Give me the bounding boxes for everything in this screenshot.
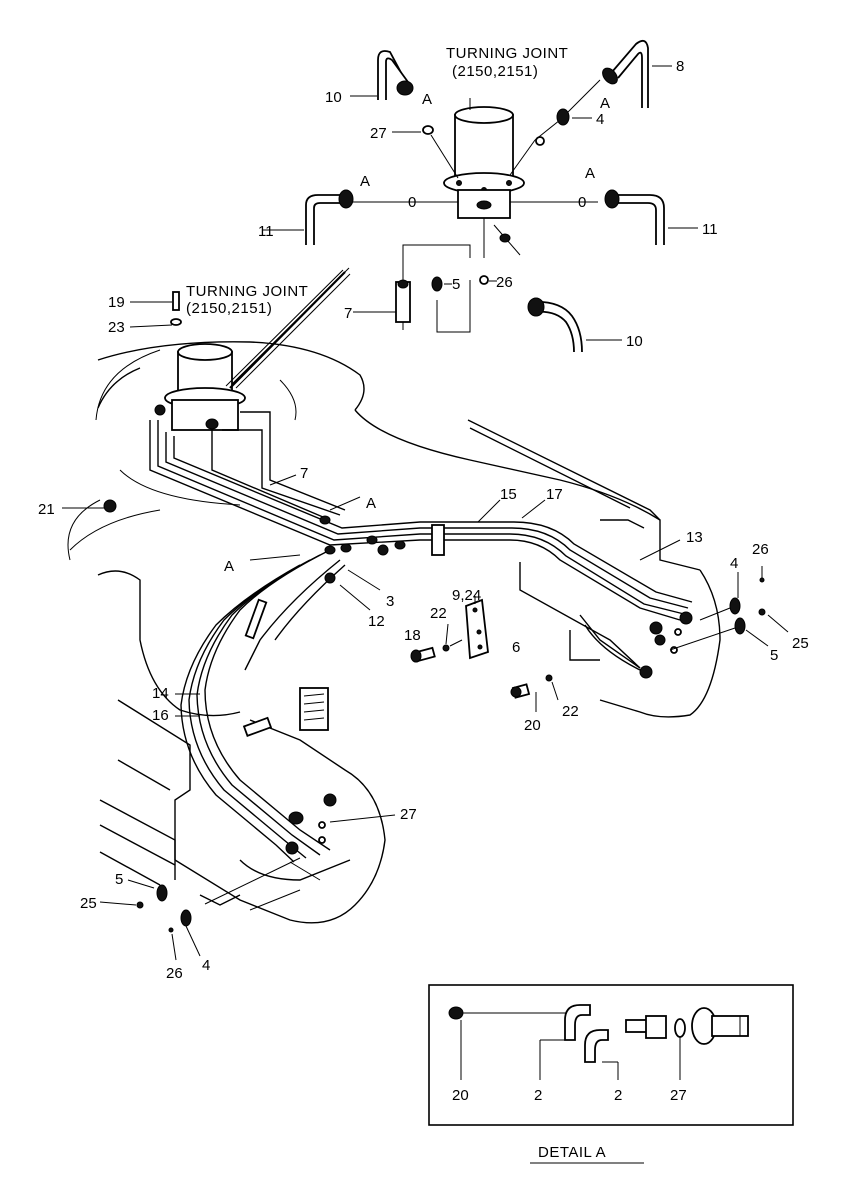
clamp-left xyxy=(244,598,268,640)
callout-6: 6 xyxy=(512,639,520,656)
part-27-oring-top xyxy=(392,125,434,135)
detail-callout-20: 20 xyxy=(452,1087,469,1104)
callout-7-mid: 7 xyxy=(300,465,308,482)
callout-27-top: 27 xyxy=(370,125,387,142)
callout-13: 13 xyxy=(686,529,703,546)
bracket-and-bolts xyxy=(410,564,559,712)
turning-joint-title-mid: TURNING JOINT xyxy=(186,283,308,300)
labels: TURNING JOINT (2150,2151) TURNING JOINT … xyxy=(38,45,809,982)
callout-25-low: 25 xyxy=(80,895,97,912)
callout-21: 21 xyxy=(38,501,55,518)
detail-a-box: 20 2 2 27 xyxy=(428,984,794,1126)
callout-10-right: 10 xyxy=(626,333,643,350)
callout-0-left: 0 xyxy=(408,194,416,211)
detail-callout-27: 27 xyxy=(670,1087,687,1104)
pipe-bundle xyxy=(149,411,693,863)
junction-fittings xyxy=(62,499,406,584)
callout-18: 18 xyxy=(404,627,421,644)
callout-8: 8 xyxy=(676,58,684,75)
callout-a-left-mid: A xyxy=(360,173,370,190)
callout-10-top: 10 xyxy=(325,89,342,106)
part-11-elbow-left xyxy=(262,189,354,245)
clamp-upper xyxy=(431,524,445,556)
callout-5-right: 5 xyxy=(770,647,778,664)
frame-outlines xyxy=(67,341,721,924)
callout-4-low: 4 xyxy=(202,957,210,974)
callout-12: 12 xyxy=(368,613,385,630)
detail-callout-2-b: 2 xyxy=(614,1087,622,1104)
main-turning-joint xyxy=(129,291,246,431)
callout-22-a: 22 xyxy=(430,605,447,622)
callout-27-low: 27 xyxy=(400,806,417,823)
part-21-plug xyxy=(103,499,117,513)
callout-17: 17 xyxy=(546,486,563,503)
part-8-elbow xyxy=(602,39,672,108)
callout-26-low: 26 xyxy=(166,965,183,982)
turning-joint-title-top: TURNING JOINT xyxy=(446,45,568,62)
arc-guides xyxy=(95,349,297,506)
callout-a-right-mid: A xyxy=(585,165,595,182)
callout-7-top: 7 xyxy=(344,305,352,322)
callout-26-right: 26 xyxy=(752,541,769,558)
part-9-24-bracket xyxy=(465,598,489,660)
callout-a-right-top: A xyxy=(600,95,610,112)
callout-14: 14 xyxy=(152,685,169,702)
main-leader-lines xyxy=(175,474,681,881)
part-4-fitting-top xyxy=(535,108,592,146)
callout-4-top: 4 xyxy=(596,111,604,128)
part-10-elbow-right xyxy=(527,297,622,353)
grille-plate xyxy=(299,687,329,731)
callout-a-low: A xyxy=(224,558,234,575)
hatched-leader-from-top-joint xyxy=(225,267,351,389)
right-end-fittings xyxy=(639,566,789,679)
part-10-elbow-top xyxy=(350,50,414,100)
callout-11-left: 11 xyxy=(258,223,274,240)
callout-19: 19 xyxy=(108,294,125,311)
top-turning-joint-assembly xyxy=(443,106,525,219)
detail-callout-2-a: 2 xyxy=(534,1087,542,1104)
callout-4-right: 4 xyxy=(730,555,738,572)
callout-23: 23 xyxy=(108,319,125,336)
callout-25-right: 25 xyxy=(792,635,809,652)
detail-a-caption: DETAIL A xyxy=(538,1144,606,1161)
callout-5-top: 5 xyxy=(452,276,460,293)
pipe-clamps xyxy=(242,524,445,737)
callout-5-low: 5 xyxy=(115,871,123,888)
callout-15: 15 xyxy=(500,486,517,503)
part-11-elbow-right xyxy=(604,189,698,245)
detail-a-frame xyxy=(428,984,794,1126)
lower-fittings xyxy=(99,793,396,961)
callout-3: 3 xyxy=(386,593,394,610)
callout-26-top: 26 xyxy=(496,274,513,291)
turning-joint-models-mid: (2150,2151) xyxy=(186,300,272,317)
turning-joint-cap xyxy=(454,106,514,124)
callout-16: 16 xyxy=(152,707,169,724)
callout-a-top-left: A xyxy=(422,91,432,108)
callout-22-b: 22 xyxy=(562,703,579,720)
callout-a-mid: A xyxy=(366,495,376,512)
clamp-lower xyxy=(242,716,273,737)
turning-joint-models-top: (2150,2151) xyxy=(452,63,538,80)
callout-11-right: 11 xyxy=(702,221,718,238)
callout-9-24: 9,24 xyxy=(452,587,481,604)
part-7-and-5-top xyxy=(353,244,489,333)
part-22-washer xyxy=(442,644,450,652)
callout-20: 20 xyxy=(524,717,541,734)
callout-0-right: 0 xyxy=(578,194,586,211)
